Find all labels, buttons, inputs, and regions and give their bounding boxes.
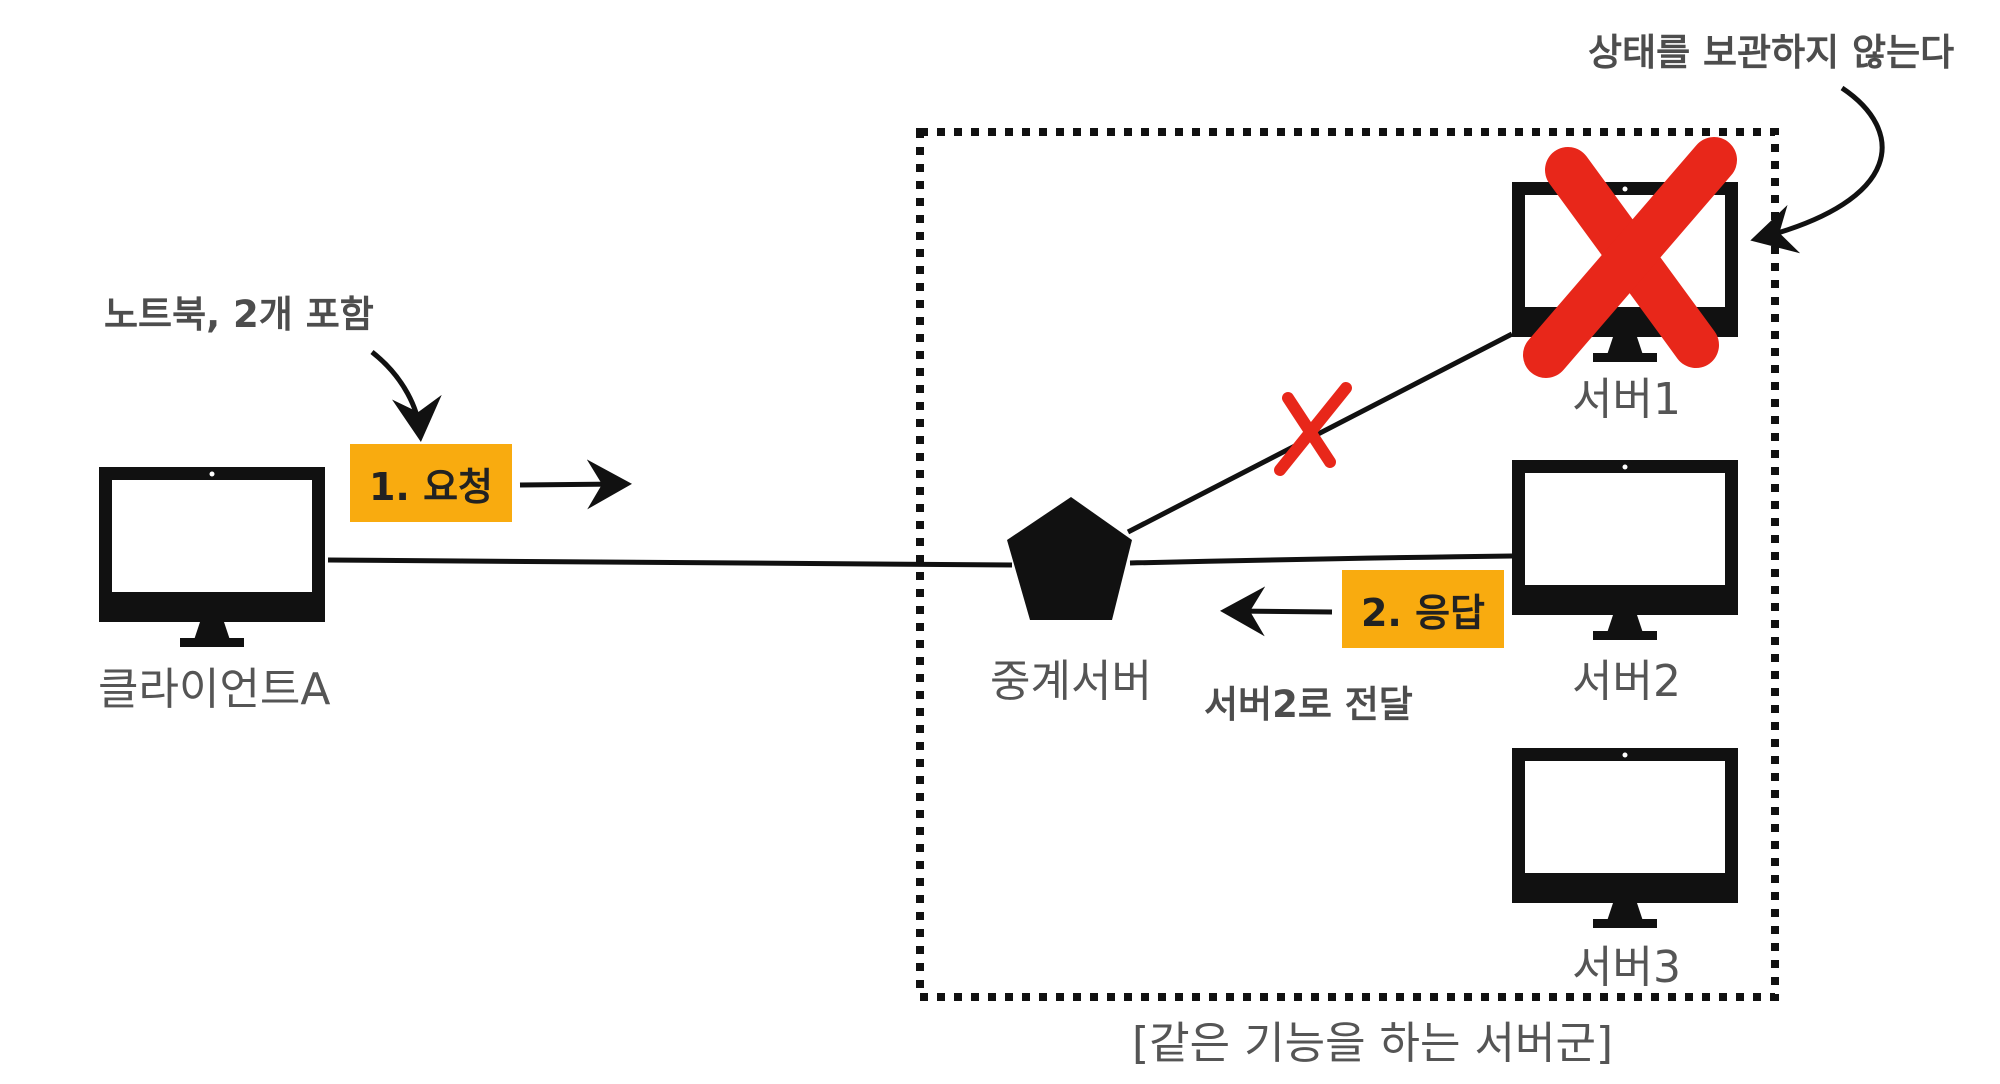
forward-to-server2-note: 서버2로 전달 [1204,683,1413,726]
server2-label: 서버2 [1572,656,1681,707]
laptop-note-pointer-arrow-icon [370,350,442,442]
server1-label: 서버1 [1572,374,1681,425]
server-group-boundary [916,128,1779,1001]
client-monitor-icon [99,467,325,647]
request-badge: 1. 요청 [350,444,512,522]
client-to-relay-line [327,557,1013,568]
server3-label: 서버3 [1572,942,1681,993]
relay-to-server1-line [1126,331,1514,535]
relay-server-label: 중계서버 [990,656,1152,707]
relay-server-pentagon-icon [1007,497,1132,620]
server3-monitor-icon [1512,748,1738,928]
server1-failed-cross-icon [1523,137,1737,378]
stateless-note-pointer-arrow-icon [1750,85,1885,254]
server-group-caption: [같은 기능을 하는 서버군] [1132,1018,1614,1069]
response-badge: 2. 응답 [1342,570,1504,648]
stateless-note: 상태를 보관하지 않는다 [1588,31,1955,74]
response-arrow-icon [1220,586,1333,637]
request-arrow-icon [519,459,632,510]
client-label: 클라이언트A [98,664,331,715]
connection-blocked-cross-icon [1274,382,1352,476]
laptop-note: 노트북, 2개 포함 [104,293,374,336]
server2-monitor-icon [1512,460,1738,640]
relay-to-server2-line [1129,553,1513,566]
